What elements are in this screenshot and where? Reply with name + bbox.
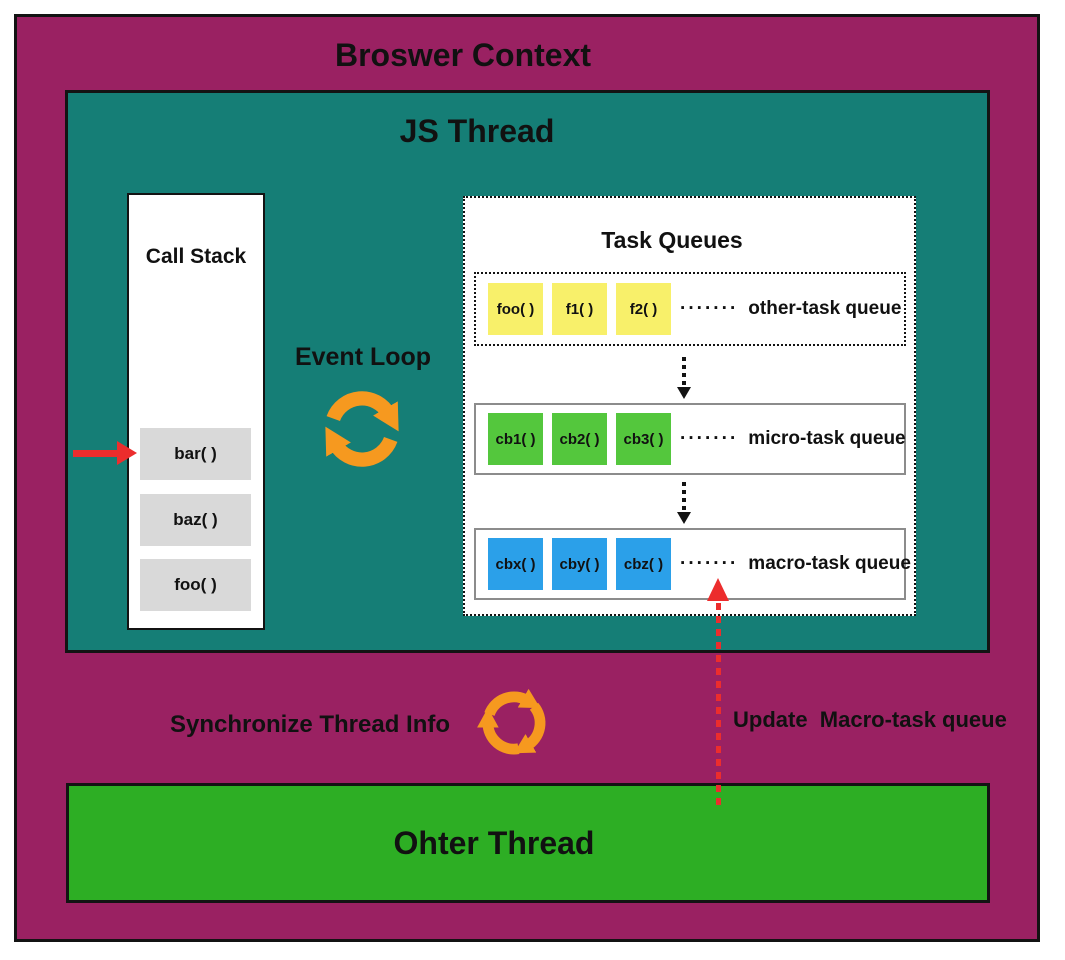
dotted-down-arrow-icon [677,482,691,524]
stack-frame: bar( ) [140,428,251,480]
red-dotted-up-arrow-icon [707,578,729,601]
task-queues-box: Task Queues foo( ) f1( ) f2( ) ······· o… [463,196,916,616]
queue-item: f2( ) [616,283,671,335]
other-thread-box: Ohter Thread [66,783,990,903]
queue-name: macro-task queue [748,553,911,574]
call-stack-box: Call Stack bar( ) baz( ) foo( ) [127,193,265,630]
js-thread-title: JS Thread [399,113,555,149]
queue-row-other-task: foo( ) f1( ) f2( ) ······· other-task qu… [474,272,906,346]
browser-context-title: Broswer Context [334,37,592,73]
event-loop-label: Event Loop [294,343,432,371]
red-dotted-arrow-line [716,603,721,806]
queue-ellipsis: ······· [680,298,739,319]
queue-name: other-task queue [748,298,902,319]
queue-item: f1( ) [552,283,607,335]
stack-pointer-arrow-icon [73,441,137,465]
queue-item: cb3( ) [616,413,671,465]
queue-item: cbx( ) [488,538,543,590]
queue-item: cby( ) [552,538,607,590]
synchronize-thread-label: Synchronize Thread Info [169,711,451,738]
sync-cycle-icon [477,688,546,755]
queue-item: foo( ) [488,283,543,335]
queue-row-macro-task: cbx( ) cby( ) cbz( ) ······· macro-task … [474,528,911,600]
other-thread-title: Ohter Thread [393,824,595,861]
stack-frame: foo( ) [140,559,251,611]
event-loop-cycle-icon [325,391,399,467]
task-queues-title: Task Queues [601,227,743,253]
queue-item: cb1( ) [488,413,543,465]
browser-context-box: Broswer Context JS Thread Call Stack bar… [14,14,1040,942]
dotted-down-arrow-icon [677,357,691,399]
queue-row-micro-task: cb1( ) cb2( ) cb3( ) ······· micro-task … [474,403,906,475]
queue-item: cb2( ) [552,413,607,465]
js-thread-box: JS Thread Call Stack bar( ) baz( ) foo( … [65,90,990,653]
queue-name: micro-task queue [748,428,906,449]
stack-frame: baz( ) [140,494,251,546]
queue-item: cbz( ) [616,538,671,590]
update-macro-task-label: Update Macro-task queue [733,707,1007,732]
queue-ellipsis: ······· [680,553,739,574]
queue-ellipsis: ······· [680,428,739,449]
call-stack-title: Call Stack [145,245,247,268]
